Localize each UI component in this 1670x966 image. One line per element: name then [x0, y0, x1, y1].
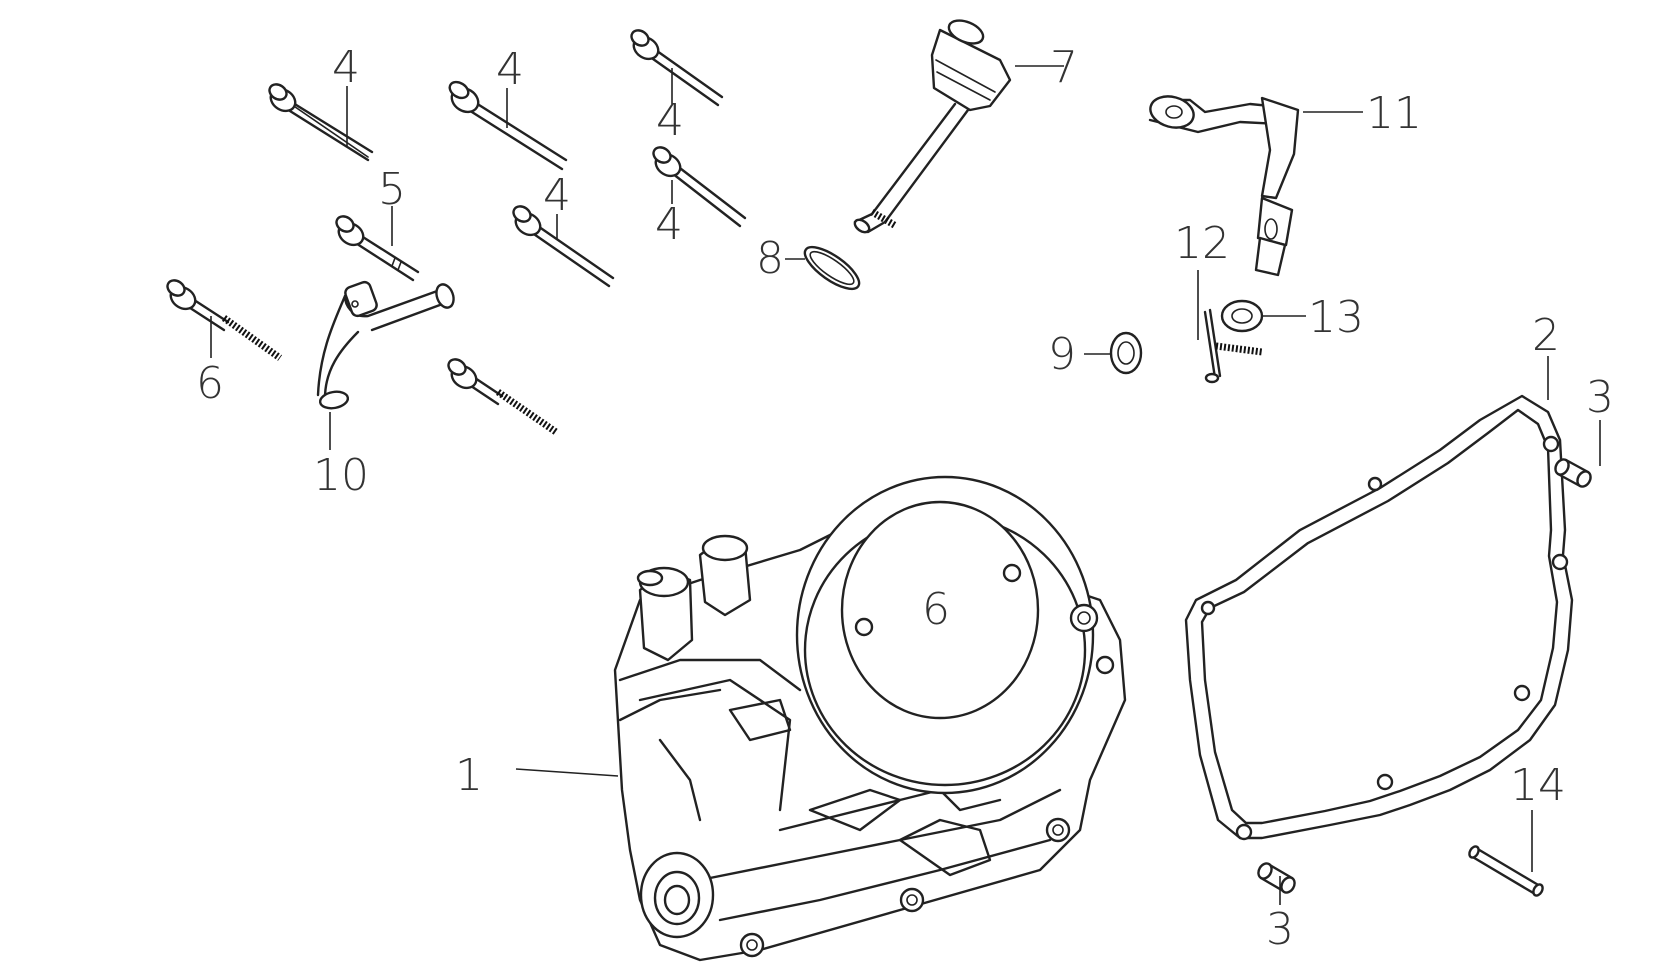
breather-hose-10 — [316, 280, 455, 410]
callout-7: 7 — [1050, 42, 1078, 93]
callout-4c: 4 — [656, 95, 684, 146]
bolt-4a — [268, 83, 374, 162]
crankcase-cover-1 — [613, 475, 1127, 962]
bolt-6-left — [166, 279, 283, 361]
leader-lines — [210, 65, 1601, 905]
bolt-4e — [512, 205, 615, 288]
callout-6-cover: 6 — [922, 584, 950, 635]
washer-9 — [1109, 331, 1143, 375]
bolt-5 — [335, 215, 420, 282]
bolt-4c — [630, 29, 724, 107]
callout-14: 14 — [1510, 760, 1566, 811]
callout-4d: 4 — [655, 199, 683, 250]
callout-3-top: 3 — [1586, 372, 1614, 423]
bolt-4d — [652, 146, 747, 228]
callout-8: 8 — [756, 233, 784, 284]
washer-13 — [1220, 299, 1264, 333]
o-ring-8 — [803, 245, 861, 291]
callout-13: 13 — [1308, 292, 1364, 343]
callout-2: 2 — [1532, 310, 1560, 361]
callout-4a: 4 — [332, 42, 360, 93]
callout-5: 5 — [378, 164, 406, 215]
bolt-4b — [448, 80, 568, 171]
callout-4b: 4 — [496, 44, 524, 95]
dowel-3-top — [1554, 458, 1592, 488]
pin-14 — [1468, 845, 1544, 897]
gasket-2 — [1184, 394, 1574, 841]
callout-11: 11 — [1366, 88, 1422, 139]
callout-3-bottom: 3 — [1266, 904, 1294, 955]
dowel-3-bottom — [1257, 862, 1296, 894]
callout-1: 1 — [455, 750, 483, 801]
spring-12 — [1203, 308, 1263, 384]
callouts: 1 2 3 3 4 4 4 4 4 5 6 6 7 8 9 10 11 12 1… — [196, 42, 1614, 955]
callout-6-left: 6 — [196, 358, 224, 409]
bolt-6-right — [447, 358, 558, 435]
callout-4e: 4 — [543, 170, 571, 221]
callout-12: 12 — [1174, 218, 1230, 269]
callout-10: 10 — [313, 450, 369, 501]
oil-pipe-11 — [1148, 95, 1300, 277]
callout-9: 9 — [1048, 329, 1076, 380]
oil-dipstick-7 — [853, 19, 1012, 234]
